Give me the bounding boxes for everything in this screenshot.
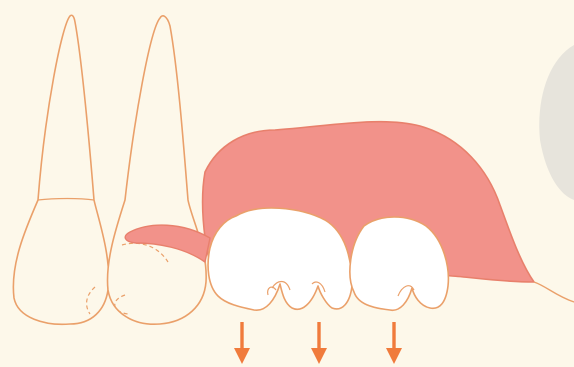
crown-1	[208, 208, 352, 310]
premolar-tooth-1	[13, 15, 108, 324]
background-shadow	[539, 45, 574, 200]
force-arrow-2	[311, 322, 327, 364]
force-arrow-1	[234, 322, 250, 364]
bridge-crowns	[208, 208, 448, 310]
premolar-2-outline	[107, 16, 206, 324]
premolar-1-outline	[13, 15, 108, 324]
force-arrow-3	[386, 322, 402, 364]
premolar-tooth-2	[107, 16, 206, 324]
ridge-baseline	[534, 282, 574, 302]
force-arrows	[234, 322, 402, 364]
